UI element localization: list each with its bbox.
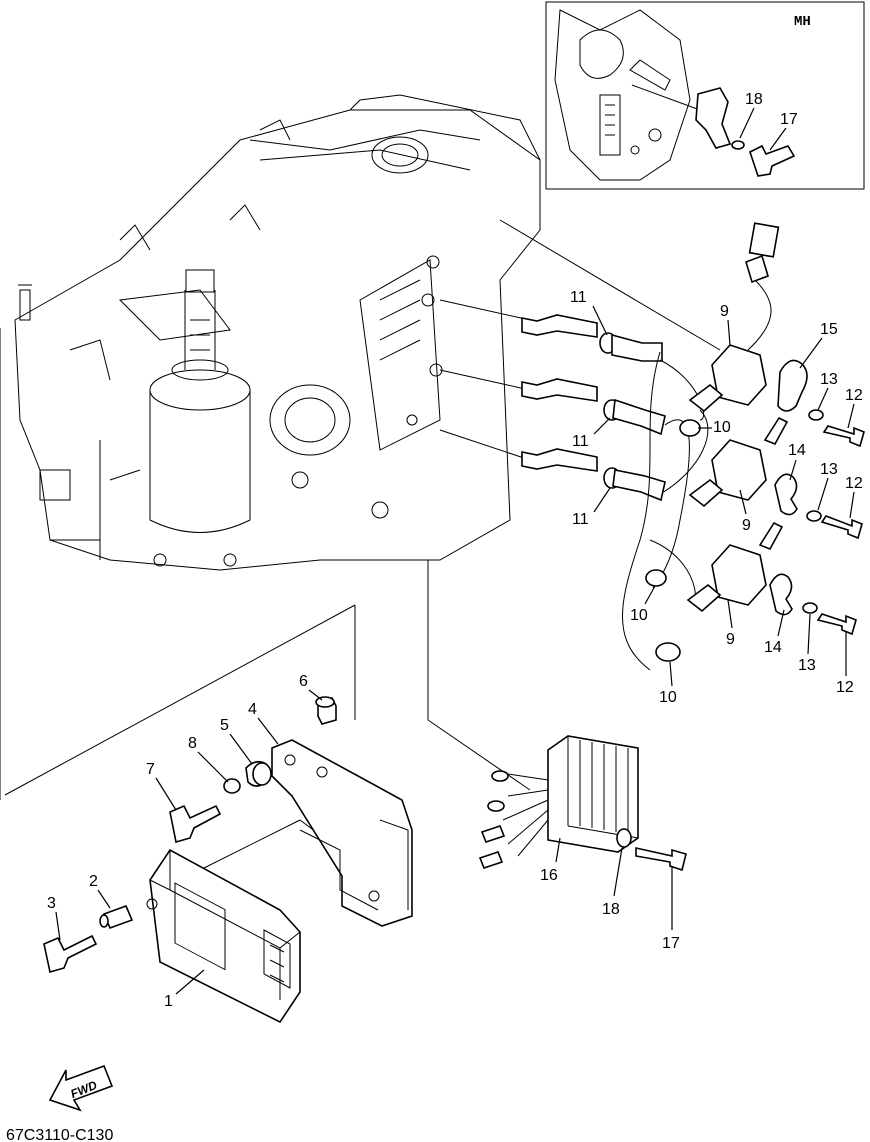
callout-9-upper: 9 <box>720 303 729 320</box>
callout-11-lower: 11 <box>572 511 589 528</box>
document-reference: 67C3110-C130 <box>6 1127 113 1142</box>
callout-12-upper: 12 <box>845 387 863 404</box>
spark-plug-upper <box>521 314 663 362</box>
inset-label: MH <box>794 14 811 30</box>
callout-11-middle: 11 <box>572 433 589 450</box>
callout-12-middle: 12 <box>845 475 863 492</box>
callout-18: 18 <box>602 901 620 918</box>
washers-and-bolts-right: 13 13 13 12 12 12 <box>798 371 865 696</box>
callout-14-lower: 14 <box>764 639 782 656</box>
callout-16: 16 <box>540 867 558 884</box>
callout-2: 2 <box>89 873 98 890</box>
callout-17: 17 <box>662 935 680 952</box>
callout-9-lower: 9 <box>726 631 735 648</box>
engine-block <box>14 94 541 571</box>
cdi-unit-assembly: 2 3 1 <box>43 848 301 1024</box>
callout-10-middle: 10 <box>630 607 648 624</box>
callout-6: 6 <box>299 673 308 690</box>
callout-9-middle: 9 <box>742 517 751 534</box>
spark-plug-lower <box>521 448 666 502</box>
callout-12-lower: 12 <box>836 679 854 696</box>
callout-17-inset: 17 <box>780 111 798 128</box>
ignition-coil-lower <box>686 521 784 613</box>
ignition-wires: 10 10 10 <box>622 351 731 706</box>
bracket-assembly: 6 4 5 8 7 <box>146 673 413 927</box>
callout-4: 4 <box>248 701 257 718</box>
clamp-15 <box>777 359 808 412</box>
callout-8: 8 <box>188 735 197 752</box>
ignition-coil-middle <box>688 416 789 508</box>
callout-1: 1 <box>164 993 173 1010</box>
callout-5: 5 <box>220 717 229 734</box>
callout-15: 15 <box>820 321 838 338</box>
ignition-coil-upper <box>688 222 780 413</box>
callout-7: 7 <box>146 761 155 778</box>
fwd-arrow: FWD <box>48 1064 114 1112</box>
inset-mh-view: MH 18 17 <box>545 1 865 190</box>
callout-14-upper: 14 <box>788 442 806 459</box>
callout-10-lower: 10 <box>659 689 677 706</box>
callout-10-upper: 10 <box>713 419 731 436</box>
callout-11-upper: 11 <box>570 289 587 306</box>
callout-13-upper: 13 <box>820 371 838 388</box>
spark-plug-middle <box>521 378 666 436</box>
callout-13-lower: 13 <box>798 657 816 674</box>
clamp-14-upper <box>774 473 798 516</box>
clamp-14-lower <box>769 573 793 616</box>
spark-plugs: 11 11 11 <box>521 289 666 528</box>
ignition-coils: 9 9 9 <box>686 222 789 648</box>
clamps: 15 14 14 <box>764 321 838 656</box>
callout-18-inset: 18 <box>745 91 763 108</box>
callout-13-middle: 13 <box>820 461 838 478</box>
callout-3: 3 <box>47 895 56 912</box>
rectifier-regulator: 16 18 17 <box>478 735 687 952</box>
